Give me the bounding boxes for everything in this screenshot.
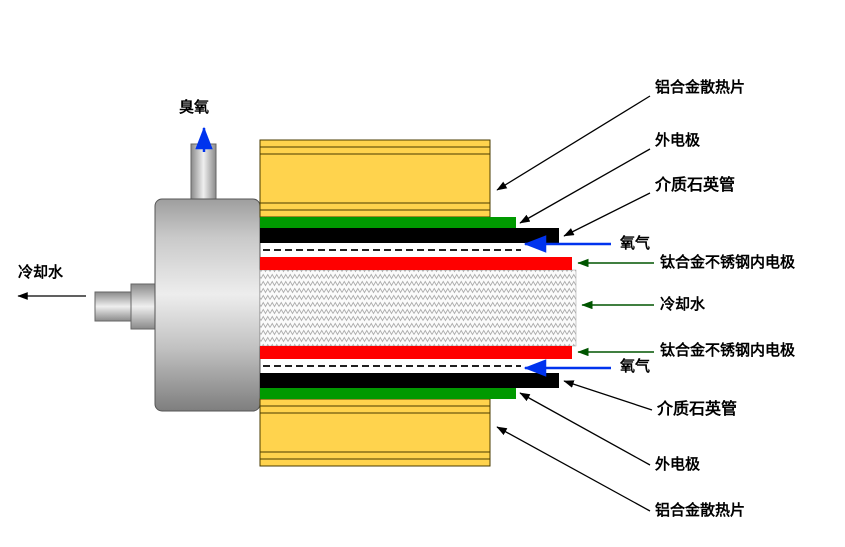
label-cooling-water-right: 冷却水 bbox=[660, 296, 706, 313]
outer-electrode-top bbox=[260, 217, 516, 228]
leader-quartz-top bbox=[563, 192, 651, 237]
label-oxygen-top: 氧气 bbox=[620, 235, 651, 252]
label-heatsink-bottom: 铝合金散热片 bbox=[655, 502, 746, 519]
cooling-water-pipe bbox=[94, 283, 159, 330]
label-quartz-tube-top: 介质石英管 bbox=[655, 177, 736, 194]
heatsink-bottom-fin-lines bbox=[260, 405, 490, 460]
quartz-tube-top bbox=[260, 228, 559, 243]
heatsink-top-body bbox=[259, 139, 491, 218]
leader-outer-electrode-top bbox=[519, 148, 651, 224]
leader-outer-electrode-bottom bbox=[519, 392, 651, 466]
label-inner-electrode-top: 钛合金不锈钢内电极 bbox=[660, 254, 796, 271]
heatsink-bottom bbox=[259, 398, 491, 467]
leader-heatsink-top bbox=[496, 95, 651, 191]
green-callout-arrows bbox=[577, 258, 654, 357]
label-outer-electrode-bottom: 外电极 bbox=[655, 456, 701, 473]
label-heatsink-top: 铝合金散热片 bbox=[655, 79, 746, 96]
heatsink-bottom-body bbox=[259, 398, 491, 467]
outer-electrode-bottom bbox=[260, 388, 516, 399]
heatsink-top bbox=[259, 139, 491, 218]
ozone-outlet-pipe bbox=[190, 143, 217, 203]
label-inner-electrode-bottom: 钛合金不锈钢内电极 bbox=[660, 342, 796, 359]
label-quartz-tube-bottom: 介质石英管 bbox=[657, 401, 738, 418]
inner-electrode-bottom bbox=[260, 346, 572, 359]
leader-lines bbox=[496, 95, 653, 512]
label-ozone: 臭氧 bbox=[179, 99, 210, 116]
leader-quartz-bottom bbox=[563, 380, 653, 411]
label-cooling-water-left: 冷却水 bbox=[18, 264, 64, 281]
leader-heatsink-bottom bbox=[496, 426, 651, 512]
heatsink-top-fin-lines bbox=[260, 146, 490, 211]
end-cap-housing bbox=[154, 198, 261, 412]
cooling-water-channel bbox=[259, 269, 577, 347]
inner-electrode-top bbox=[260, 257, 572, 270]
cooling-water-pipe-flange bbox=[130, 283, 159, 330]
quartz-tube-bottom bbox=[260, 373, 559, 388]
label-oxygen-bottom: 氧气 bbox=[620, 358, 651, 375]
cooling-water-pipe-tube bbox=[94, 291, 138, 322]
label-outer-electrode-top: 外电极 bbox=[655, 132, 701, 149]
